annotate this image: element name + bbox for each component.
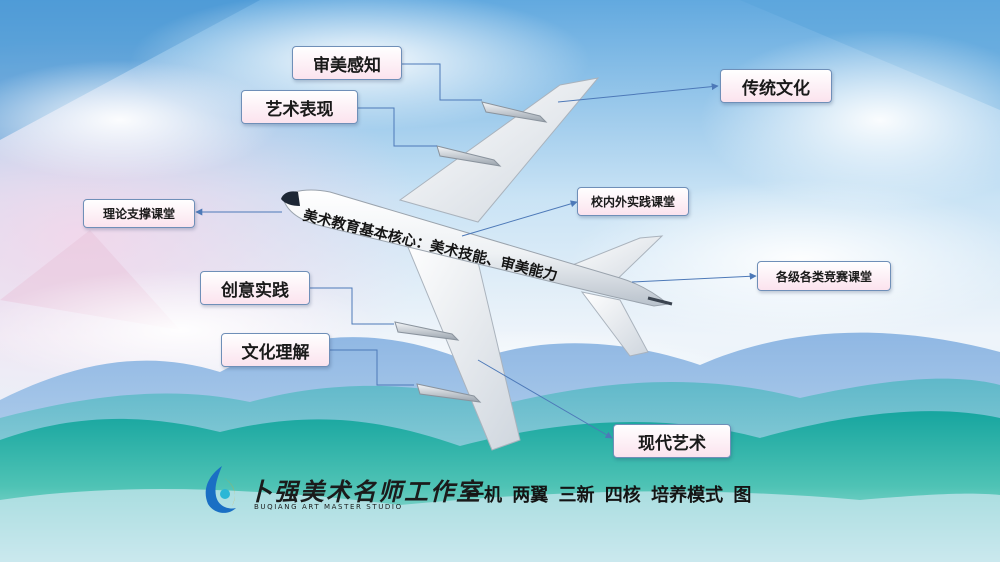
label-modern-art: 现代艺术	[613, 424, 731, 458]
label-creative-practice: 创意实践	[200, 271, 310, 305]
studio-name-cn: 卜强美术名师工作室	[248, 477, 482, 506]
airplane-illustration	[281, 77, 673, 451]
studio-branding: 卜强美术名师工作室 BUQIANG ART MASTER STUDIO 一机 两…	[198, 462, 798, 522]
studio-logo-icon	[205, 466, 236, 513]
label-cultural-understanding: 文化理解	[221, 333, 330, 367]
studio-name-en: BUQIANG ART MASTER STUDIO	[254, 503, 403, 511]
diagram-title: 一机 两翼 三新 四核 培养模式 图	[466, 485, 752, 506]
label-aesthetic-perception: 审美感知	[292, 46, 402, 80]
connector-lines	[195, 63, 757, 439]
label-traditional-culture: 传统文化	[720, 69, 832, 103]
label-theory-support-class: 理论支撑课堂	[83, 199, 195, 228]
label-competition-class: 各级各类竞赛课堂	[757, 261, 891, 291]
label-campus-practice-class: 校内外实践课堂	[577, 187, 689, 216]
label-art-expression: 艺术表现	[241, 90, 358, 124]
